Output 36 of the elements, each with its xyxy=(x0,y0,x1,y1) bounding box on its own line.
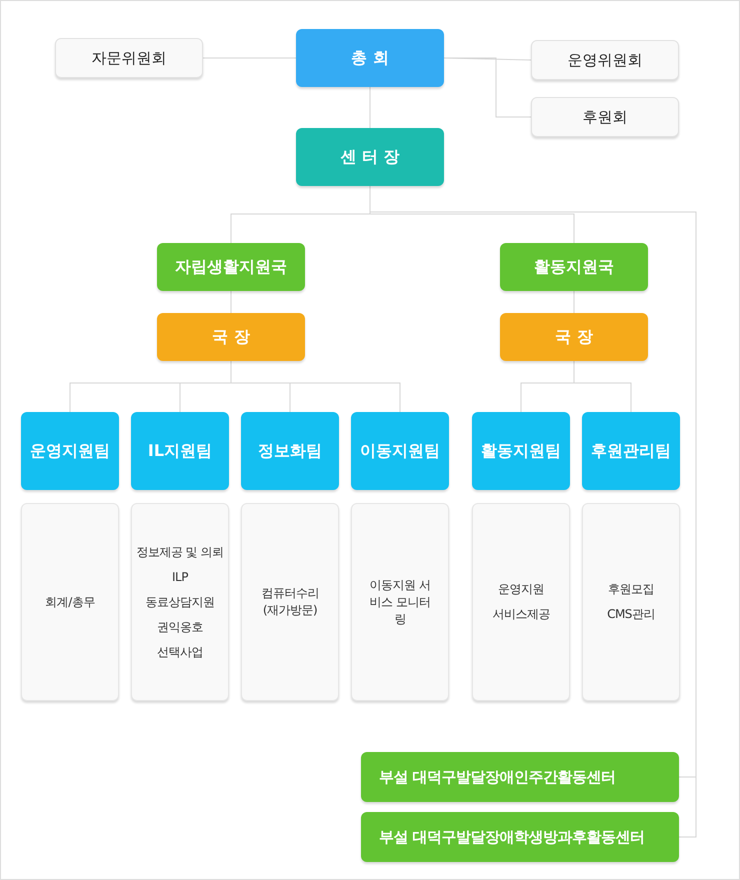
committee-box: 후원회 xyxy=(531,97,679,137)
director-box: 센 터 장 xyxy=(296,128,444,186)
center-box: 부설 대덕구발달장애인주간활동센터 xyxy=(361,752,679,802)
center-box: 부설 대덕구발달장애학생방과후활동센터 xyxy=(361,812,679,862)
committee-box: 자문위원회 xyxy=(55,38,203,78)
assembly-box: 총 회 xyxy=(296,29,444,87)
duty-card: 회계/총무 xyxy=(21,503,119,701)
duty-card xyxy=(582,503,680,701)
bureau-box: 활동지원국 xyxy=(500,243,648,291)
duty-item: 후원모집 xyxy=(608,581,654,598)
connector-line xyxy=(230,290,232,314)
chief-box: 국 장 xyxy=(157,313,305,361)
duty-item: 동료상담지원 xyxy=(146,594,214,610)
duty-item: 선택사업 xyxy=(157,644,203,660)
team-box: IL지원팀 xyxy=(131,412,229,490)
bureau-box: 자립생활지원국 xyxy=(157,243,305,291)
duty-card xyxy=(131,503,229,701)
team-box: 정보화팀 xyxy=(241,412,339,490)
connector-line xyxy=(444,58,532,118)
team-box: 이동지원팀 xyxy=(351,412,449,490)
duty-item: 정보제공 및 의뢰 xyxy=(136,544,224,560)
committee-box: 운영위원회 xyxy=(531,40,679,80)
duty-item: 운영지원 xyxy=(498,581,544,598)
duty-item: 서비스제공 xyxy=(492,606,550,623)
team-box: 운영지원팀 xyxy=(21,412,119,490)
duty-item: 권익옹호 xyxy=(157,618,203,636)
duty-card: 이동지원 서비스 모니터링 xyxy=(351,503,449,701)
connector-line xyxy=(230,360,400,412)
duty-card: 컴퓨터수리 (재가방문) xyxy=(241,503,339,701)
team-box: 활동지원팀 xyxy=(472,412,570,490)
duty-card xyxy=(472,503,570,701)
duty-item: CMS관리 xyxy=(607,606,655,623)
team-box: 후원관리팀 xyxy=(582,412,680,490)
connector-line xyxy=(574,360,632,412)
duty-item: ILP xyxy=(172,568,188,586)
chief-box: 국 장 xyxy=(500,313,648,361)
